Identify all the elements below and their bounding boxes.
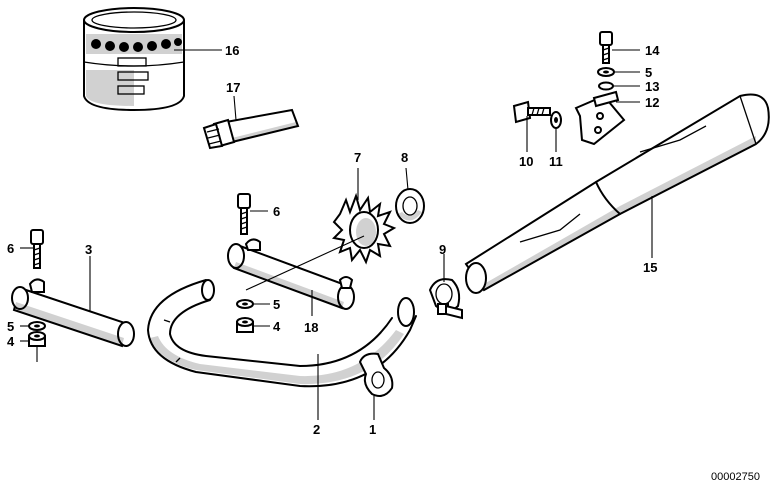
top-washer [597, 67, 615, 77]
nut-left [28, 331, 46, 347]
sealant-tube [202, 108, 300, 150]
callout-17: 17 [226, 80, 240, 95]
callout-10: 10 [519, 154, 533, 169]
callout-labels: 16 17 14 5 13 12 10 11 15 7 8 9 6 5 4 18… [7, 43, 760, 483]
nut-middle [236, 317, 254, 333]
spring-washer [598, 81, 614, 91]
callout-13: 13 [645, 79, 659, 94]
crossover-tube [227, 238, 355, 310]
paste-tin [83, 7, 185, 111]
washer-middle [236, 299, 254, 309]
callout-15: 15 [643, 260, 657, 275]
leader-lines [20, 49, 653, 420]
callout-5-top: 5 [645, 65, 652, 80]
left-bracket-tube [11, 278, 135, 348]
callout-5-middle: 5 [273, 297, 280, 312]
mounting-bolt [512, 100, 551, 124]
document-number: 00002750 [711, 471, 760, 483]
bolt-middle [237, 193, 251, 235]
callout-18: 18 [304, 320, 318, 335]
top-bolt [599, 31, 613, 64]
callout-4-left: 4 [7, 334, 15, 349]
finned-cooling-ring [331, 192, 397, 265]
washer-left [28, 321, 46, 331]
gasket-ring [395, 188, 425, 224]
callout-11: 11 [549, 154, 563, 169]
callout-8: 8 [401, 150, 408, 165]
callout-6-left: 6 [7, 241, 14, 256]
callout-12: 12 [645, 95, 659, 110]
bolt-left [30, 229, 44, 269]
manifold-pipe [147, 279, 417, 388]
callout-1: 1 [369, 422, 376, 437]
pipe-bracket [358, 352, 394, 397]
exhaust-clamp [428, 278, 463, 320]
mounting-plate [574, 90, 626, 146]
callout-14: 14 [645, 43, 660, 58]
callout-2: 2 [313, 422, 320, 437]
callout-5-left: 5 [7, 319, 14, 334]
callout-4-middle: 4 [273, 319, 281, 334]
callout-9: 9 [439, 242, 446, 257]
silencer [464, 93, 770, 294]
callout-7: 7 [354, 150, 361, 165]
callout-6-middle: 6 [273, 204, 280, 219]
mounting-washer [550, 111, 562, 129]
callout-16: 16 [225, 43, 239, 58]
callout-3: 3 [85, 242, 92, 257]
